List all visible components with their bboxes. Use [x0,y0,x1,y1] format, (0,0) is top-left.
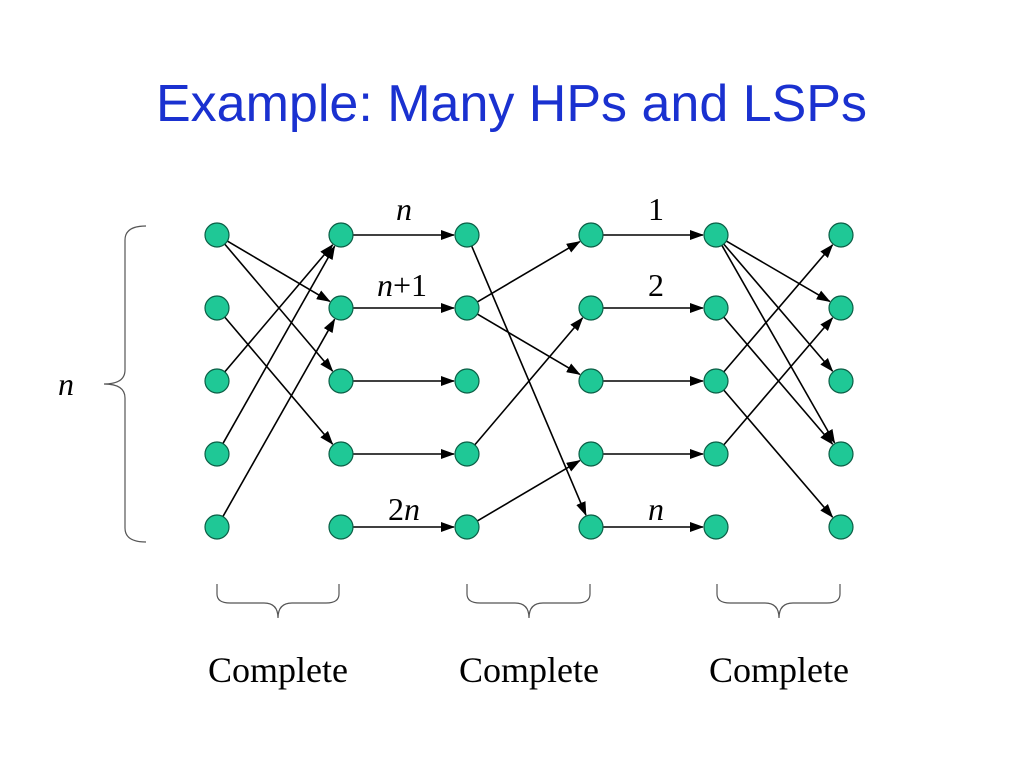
edge-c4r2-to-c5r4 [723,389,834,518]
edge-c0r1-to-c1r3 [224,316,334,445]
edge-c2r3-to-c3r1 [474,317,584,446]
edge-c4r0-to-c5r1 [725,240,831,303]
node-c4-r0 [703,222,729,248]
node-c4-r4 [703,514,729,540]
brace-label-complete-2: Complete [459,650,599,690]
bottom-brace-1 [216,584,340,619]
edge-c4r3-to-c5r1 [723,317,834,446]
node-c2-r2 [454,368,480,394]
node-c1-r2 [328,368,354,394]
node-c5-r2 [828,368,854,394]
edge-label-n-bottom: n [648,491,664,527]
edge-label-n-top: n [396,191,412,227]
node-c0-r2 [204,368,230,394]
edge-c2r1-to-c3r2 [476,313,581,376]
node-c5-r3 [828,441,854,467]
edge-c0r2-to-c1r0 [224,244,334,373]
brace-label-complete-3: Complete [709,650,849,690]
node-c0-r1 [204,295,230,321]
node-c0-r3 [204,441,230,467]
node-c2-r4 [454,514,480,540]
edge-c0r3-to-c1r0 [222,245,336,444]
left-brace [103,225,147,543]
bottom-brace-2 [466,584,591,619]
bottom-brace-3 [716,584,841,619]
edge-c0r0-to-c1r1 [226,240,331,303]
node-c4-r3 [703,441,729,467]
edge-label-2n: 2n [388,491,420,527]
edge-c4r2-to-c5r0 [723,244,834,373]
node-c5-r1 [828,295,854,321]
node-c1-r4 [328,514,354,540]
node-c1-r0 [328,222,354,248]
edge-label-n-plus-1: n+1 [377,267,427,303]
node-c3-r3 [578,441,604,467]
node-c2-r3 [454,441,480,467]
node-c1-r1 [328,295,354,321]
edge-c4r0-to-c5r3 [721,245,836,444]
node-c5-r0 [828,222,854,248]
slide-title: Example: Many HPs and LSPs [156,75,867,133]
edge-c0r4-to-c1r1 [222,318,336,517]
edge-c2r1-to-c3r0 [476,240,581,303]
nodes [204,222,854,540]
node-c2-r0 [454,222,480,248]
node-c3-r0 [578,222,604,248]
node-c3-r4 [578,514,604,540]
node-c0-r0 [204,222,230,248]
node-c2-r1 [454,295,480,321]
node-c4-r1 [703,295,729,321]
node-c1-r3 [328,441,354,467]
edge-label-2: 2 [648,267,664,303]
edge-c2r4-to-c3r3 [476,459,581,522]
node-c4-r2 [703,368,729,394]
edges [222,230,836,532]
edge-label-1: 1 [648,191,664,227]
node-c5-r4 [828,514,854,540]
node-c0-r4 [204,514,230,540]
node-c3-r1 [578,295,604,321]
brace-label-complete-1: Complete [208,650,348,690]
left-n-label: n [58,366,74,402]
node-c3-r2 [578,368,604,394]
